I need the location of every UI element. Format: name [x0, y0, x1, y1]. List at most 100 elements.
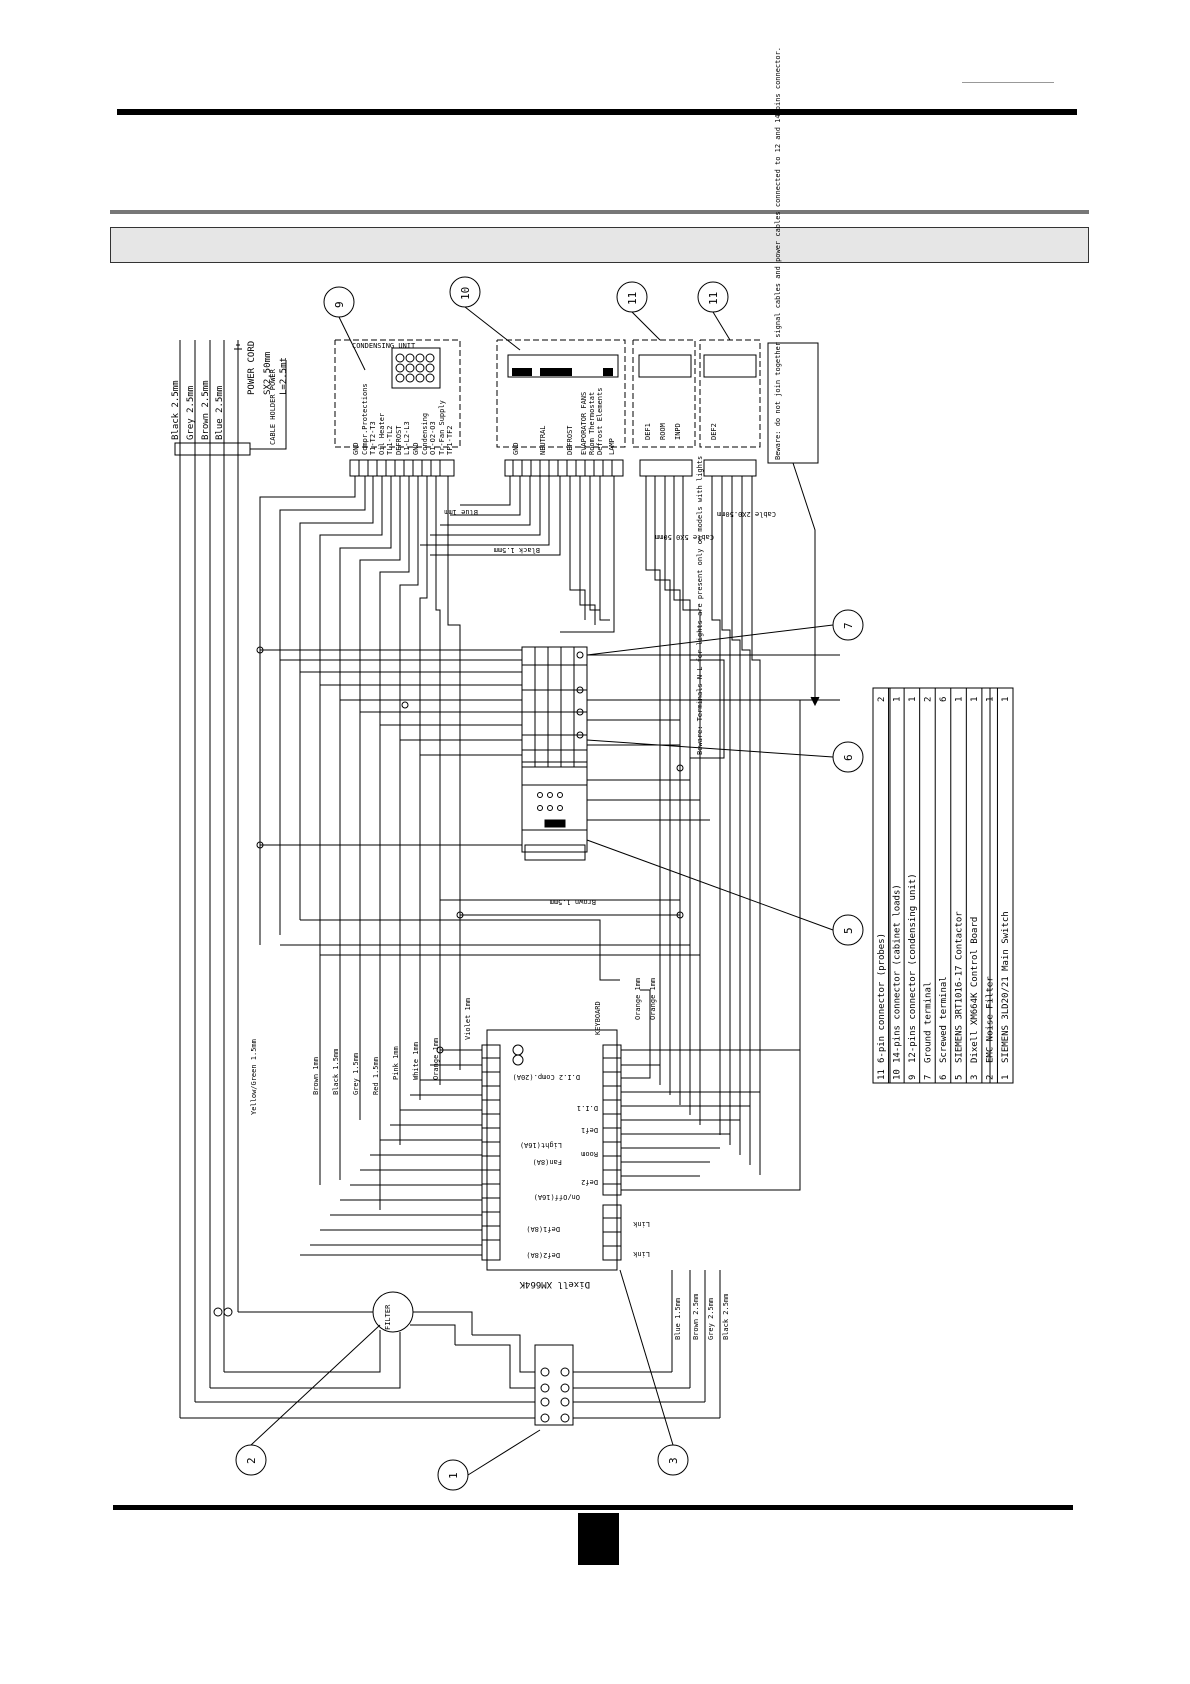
power-cord-spec: SX2.50mm [263, 352, 273, 395]
contactor [521, 761, 588, 861]
wire-black-1-5: Black 1.5mm [332, 1049, 340, 1095]
legend-table-grid [872, 687, 1014, 1084]
out-black: Black 2.5mm [722, 1294, 730, 1340]
header-faint-line [962, 82, 1054, 83]
legend-pos: 10 [892, 1069, 902, 1080]
controller-wires [300, 700, 801, 1256]
legend-desc: Ground terminal [923, 982, 933, 1063]
cu-label-1: Compr.Protections [361, 383, 369, 455]
legend-pos: 2 [986, 1075, 996, 1080]
connector-wires [259, 476, 761, 1210]
callout-5: 5 [842, 927, 855, 934]
cord-wire-1: Grey 2.5mm [186, 386, 196, 440]
ctrl-out-9: Def2 [581, 1178, 598, 1186]
out-brown: Brown 2.5mm [692, 1294, 700, 1340]
wire-brown-15: Brown 1.5mm [550, 898, 596, 906]
out-blue: Blue 1.5mm [674, 1298, 682, 1340]
legend-desc: Dixell XM664K Control Board [970, 917, 980, 1063]
legend-qty: 1 [892, 697, 902, 702]
callout-1: 1 [447, 1472, 460, 1479]
cu-label-4: TL1-TL2 [386, 425, 394, 455]
cu-label-3: Oil Heater [378, 413, 386, 455]
wire-red-15: Red 1.5mm [372, 1057, 380, 1095]
legend-desc: EMC Noise Filter [986, 976, 996, 1063]
power-cord-length: L=2.5mt [279, 357, 289, 395]
legend-qty: 1 [970, 697, 980, 702]
wire-orange-b: Orange 1mm [649, 978, 657, 1020]
probe2-label-0: DEF2 [710, 423, 718, 440]
ctrl-out-0: D.I.2 Comp.(20A) [513, 1073, 580, 1081]
wire-orange: Orange 1mm [432, 1038, 440, 1080]
cu-label-9: O1-O2-O3 [429, 421, 437, 455]
callout-9: 9 [333, 301, 346, 308]
legend-qty: 2 [923, 697, 933, 702]
legend-pos: 1 [1001, 1075, 1011, 1080]
legend-qty: 2 [877, 697, 887, 702]
controller-keyboard: KEYBOARD [594, 1001, 602, 1035]
cu-label-8: Condensing [421, 413, 429, 455]
evap-label-5: Defrost Elements [596, 388, 604, 455]
wire-pink: Pink 1mm [392, 1046, 400, 1080]
wire-violet: Violet 1mm [464, 998, 472, 1040]
callouts [235, 276, 864, 1491]
callout-7: 7 [842, 622, 855, 629]
wire-labels: Blue 1mm Black 1.5mm Cable 5X0.50mm Cabl… [250, 456, 776, 1340]
callout-2: 2 [245, 1457, 258, 1464]
callout-11a: 11 [626, 292, 639, 305]
cu-label-10: Tr-Fan Supply [438, 400, 446, 455]
ctrl-out-1: D.I.1 [577, 1104, 598, 1112]
legend-desc: 14-pins connector (cabinet loads) [892, 884, 902, 1063]
terminal-note: Beware: Terminals N-L for lights are pre… [696, 456, 704, 755]
condensing-unit-box [334, 339, 461, 477]
legend-pos: 7 [923, 1075, 933, 1080]
wire-white: White 1mm [412, 1042, 420, 1080]
legend-pos: 3 [970, 1075, 980, 1080]
evap-label-3: EVAPORATOR FANS [580, 392, 588, 455]
callout-numbers: 9 10 11 11 7 6 5 2 1 3 [245, 287, 855, 1479]
header-rule [117, 109, 1077, 115]
power-cord-wires [174, 340, 287, 1418]
legend-qty: 6 [939, 697, 949, 702]
legend-pos: 9 [908, 1075, 918, 1080]
caution-note: Beware: do not join together signal cabl… [774, 47, 782, 460]
legend-desc: SIEMENS 3RT1016-17 Contactor [955, 911, 965, 1063]
probe1-label-0: DEF1 [644, 423, 652, 440]
legend-desc: SIEMENS 3LD20/21 Main Switch [1001, 911, 1011, 1063]
evap-label-4: Room Thermostat [588, 392, 596, 455]
evap-label-1: NEUTRAL [539, 425, 547, 455]
cable-2x050: Cable 2X0.50mm [717, 510, 776, 518]
controller-labels: Dixell XM664K KEYBOARD D.I.2 Comp.(20A) … [384, 1001, 650, 1330]
legend-desc: 6-pin connector (probes) [877, 933, 887, 1063]
ctrl-out-11: Link [632, 1250, 650, 1258]
power-cord-labels: POWER CORD SX2.50mm L=2.5mt CABLE HOLDER… [171, 341, 289, 445]
cu-label-0: GND [352, 442, 360, 455]
cu-label-11: TF1-TF2 [446, 425, 454, 455]
evaporator-connector-box [496, 339, 626, 477]
condensing-unit-title: CONDENSING UNIT [352, 342, 416, 350]
evap-label-0: GND [512, 442, 520, 455]
cu-label-2: T1-T2-T3 [369, 421, 377, 455]
legend-qty: 1 [986, 697, 996, 702]
condensing-unit-labels: CONDENSING UNIT GND Compr.Protections T1… [352, 342, 454, 455]
callout-3: 3 [667, 1457, 680, 1464]
bus-wires [256, 646, 840, 981]
ctrl-out-6: Def2(8A) [526, 1251, 560, 1259]
ctrl-out-4: On/Off(16A) [534, 1193, 580, 1201]
out-grey: Grey 2.5mm [707, 1298, 715, 1340]
legend-pos: 11 [877, 1069, 887, 1080]
cord-wire-2: Brown 2.5mm [201, 380, 211, 440]
cu-label-5: DEFROST [395, 425, 403, 455]
cu-label-7: GND [412, 442, 420, 455]
cord-wire-0: Black 2.5mm [171, 380, 181, 440]
ctrl-out-2: Light(16A) [520, 1141, 562, 1149]
terminal-strip [521, 646, 588, 768]
callout-11b: 11 [707, 292, 720, 305]
ctrl-out-3: Fan(8A) [532, 1158, 562, 1166]
legend-pos: 6 [939, 1075, 949, 1080]
controller-box [481, 1029, 622, 1271]
legend-pos: 5 [955, 1075, 965, 1080]
ctrl-out-8: Room [581, 1150, 598, 1158]
legend-qty: 1 [1001, 697, 1011, 702]
